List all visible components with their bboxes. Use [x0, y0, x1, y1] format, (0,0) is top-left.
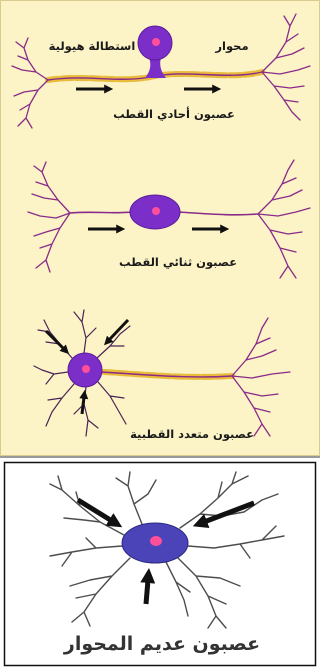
multipolar-nucleus	[82, 365, 90, 373]
bipolar-dendrite-process	[70, 212, 132, 213]
multipolar-neuron-title: عصبون متعدد القطبية	[130, 427, 254, 442]
cytoplasmic-extension-label: استطالة هيولية	[49, 39, 136, 54]
anaxonic-nucleus	[150, 536, 162, 546]
anaxonic-arrow-bottom	[146, 580, 148, 604]
multipolar-arrow-bottom	[82, 397, 84, 414]
bipolar-nucleus	[152, 207, 160, 215]
anaxonic-neuron-title: عصبون عديم المحوار	[63, 633, 260, 655]
axon-label: محوار	[214, 39, 248, 54]
unipolar-neuron-title: عصبون أحادي القطب	[113, 106, 235, 122]
unipolar-nucleus	[152, 38, 160, 46]
bipolar-neuron-title: عصبون ثنائي القطب	[119, 255, 237, 270]
